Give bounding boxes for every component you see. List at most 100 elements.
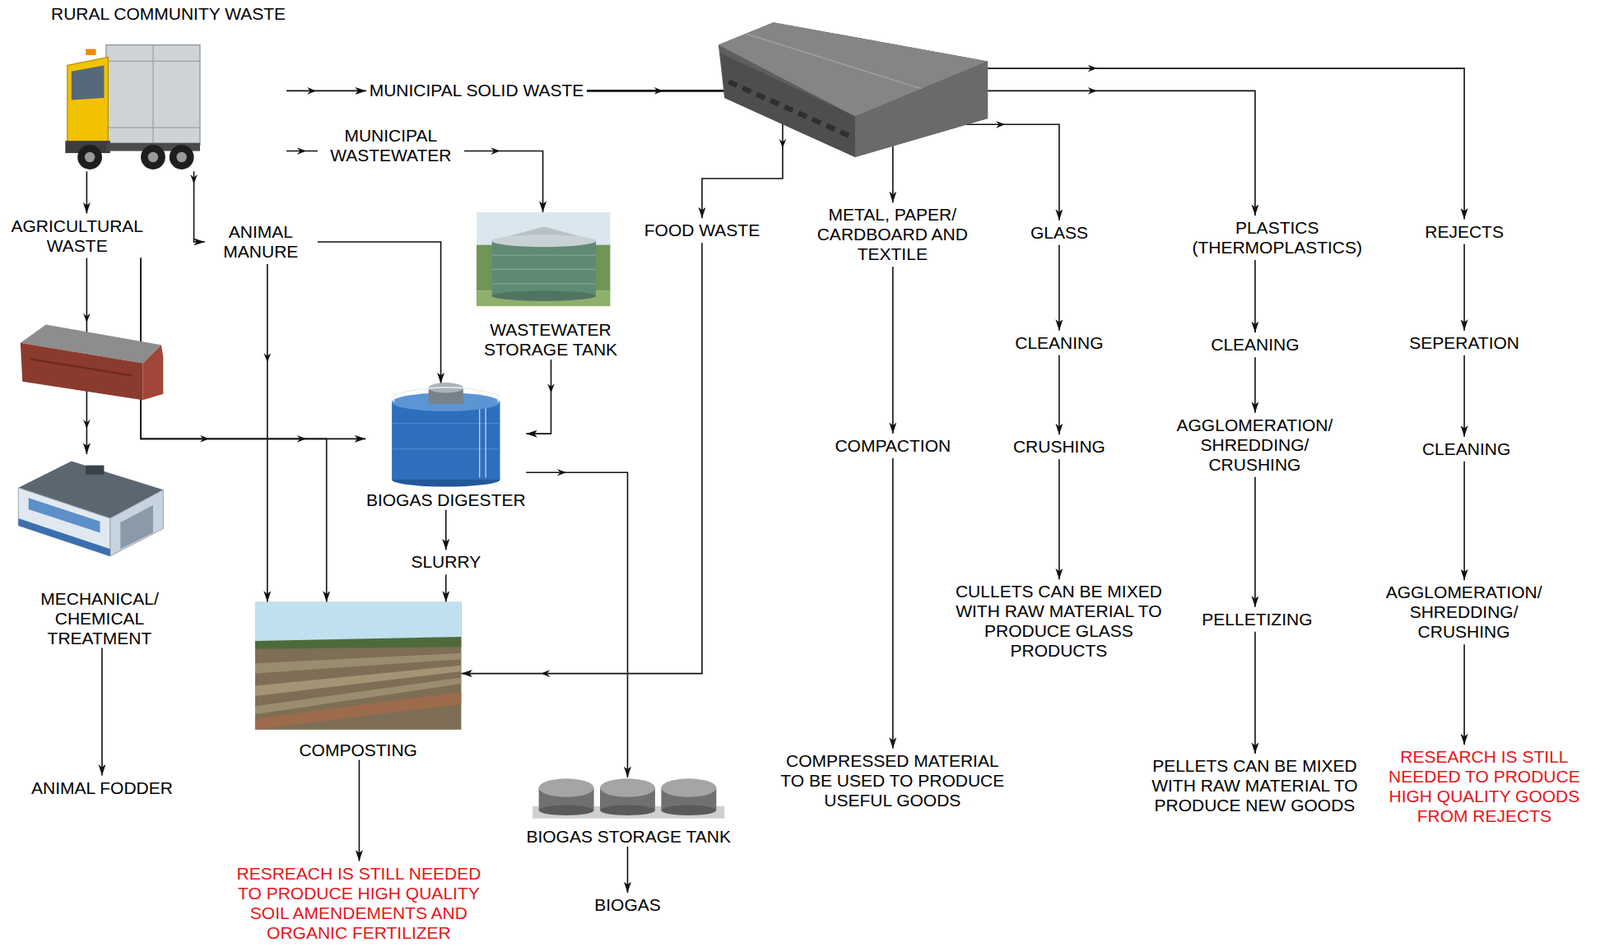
node-text: METAL, PAPER/ CARDBOARD AND TEXTILE [809, 204, 975, 265]
material-stream: GLASS [1027, 220, 1092, 246]
process-step: AGGLOMERATION/ SHREDDING/ CRUSHING [1375, 580, 1554, 645]
flow-arrow [358, 760, 361, 862]
node-text: CRUSHING [1012, 437, 1107, 457]
sorting-warehouse [718, 22, 988, 158]
composting-photo [255, 602, 461, 731]
node-text: MECHANICAL/ CHEMICAL TREATMENT [21, 589, 178, 649]
garbage-truck [106, 45, 200, 144]
flow-arrow [1058, 245, 1061, 331]
flow-arrow [445, 510, 447, 551]
garbage-truck [84, 152, 95, 163]
wastewater-tank [492, 241, 596, 297]
node-text: RESEARCH IS STILL NEEDED TO PRODUCE HIGH… [1383, 747, 1586, 827]
farm-barn [143, 344, 164, 400]
treatment-building [18, 518, 111, 557]
node-text: FOOD WASTE [643, 220, 761, 241]
material-stream: METAL, PAPER/ CARDBOARD AND TEXTILE [807, 202, 978, 267]
flow-arrowhead [995, 120, 1005, 129]
node-text: BIOGAS DIGESTER [365, 490, 526, 511]
flow-arrow [1254, 632, 1256, 754]
composting-photo [255, 602, 461, 731]
output-note: BIOGAS [590, 893, 664, 918]
treatment-building [18, 461, 163, 557]
flow-arrowhead [306, 87, 317, 95]
node-text: CLEANING [1013, 333, 1104, 354]
farm-barn [20, 343, 144, 400]
waste-stream-label: FOOD WASTE [641, 218, 763, 243]
garbage-truck [71, 65, 105, 100]
material-stream: PLASTICS (THERMOPLASTICS) [1176, 215, 1380, 261]
output-note: COMPRESSED MATERIAL TO BE USED TO PRODUC… [772, 748, 1014, 814]
node-text: RURAL COMMUNITY WASTE [50, 4, 287, 24]
farm-barn [30, 359, 133, 377]
node-text: AGRICULTURAL WASTE [0, 216, 160, 256]
treatment-building [18, 488, 111, 557]
farm-barn [20, 324, 164, 400]
flow-arrow [525, 472, 628, 778]
truck-source: RURAL COMMUNITY WASTE [50, 4, 287, 172]
node-text: REJECTS [1424, 222, 1505, 242]
flow-arrow [1463, 644, 1466, 745]
flow-arrowhead [540, 669, 550, 678]
biogas-digester-tank [479, 408, 486, 478]
node-text: GLASS [1029, 223, 1089, 243]
process-step: CRUSHING [1009, 434, 1109, 460]
flow-arrow [286, 90, 367, 93]
biogas-storage-tanks [539, 778, 595, 797]
connector-group [86, 68, 1465, 894]
storage-tank: BIOGAS STORAGE TANK [525, 777, 732, 847]
node-text: BIOGAS [593, 895, 661, 916]
output-note: ANIMAL FODDER [27, 776, 176, 801]
node-text: ANIMAL FODDER [30, 778, 173, 799]
process-step: SLURRY [408, 549, 484, 575]
flow-arrow [140, 258, 366, 440]
biogas-digester-tank [394, 387, 498, 403]
wastewater-tank [476, 212, 610, 307]
treatment-building: MECHANICAL/ CHEMICAL TREATMENT [15, 454, 179, 649]
garbage-truck [85, 49, 96, 56]
treatment-building [110, 489, 163, 557]
process-step: CLEANING [1011, 330, 1107, 356]
research-note: RESREACH IS STILL NEEDED TO PRODUCE HIGH… [230, 861, 488, 946]
sorting-warehouse [745, 33, 921, 89]
waste-stream-label: MUNICIPAL SOLID WASTE [366, 78, 587, 103]
node-text: ANIMAL MANURE [207, 222, 315, 262]
process-step: PELLETIZING [1198, 607, 1316, 633]
node-text: CLEANING [1209, 334, 1300, 355]
sorting-warehouse [718, 22, 988, 158]
garbage-truck [65, 45, 200, 170]
node-text: PLASTICS (THERMOPLASTICS) [1178, 218, 1377, 258]
composting-photo [255, 637, 461, 650]
node-text: CULLETS CAN BE MIXED WITH RAW MATERIAL T… [949, 581, 1168, 661]
garbage-truck [176, 152, 187, 163]
garbage-truck [140, 144, 166, 170]
flow-arrowhead [547, 383, 555, 393]
flow-arrow [194, 171, 205, 242]
flow-arrowhead [263, 353, 271, 363]
flow-arrowhead [490, 147, 500, 155]
process-step: SEPERATION [1406, 330, 1523, 356]
node-text: SLURRY [410, 552, 482, 573]
flow-arrow [1254, 357, 1256, 414]
research-note: RESEARCH IS STILL NEEDED TO PRODUCE HIGH… [1381, 744, 1589, 829]
garbage-truck [169, 144, 195, 170]
biogas-storage-tanks [600, 778, 656, 797]
sorting-warehouse [728, 81, 849, 136]
flow-arrow [317, 241, 442, 384]
material-stream: REJECTS [1422, 219, 1507, 245]
flow-arrow [586, 68, 1465, 219]
flow-arrowhead [654, 87, 664, 95]
output-note: PELLETS CAN BE MIXED WITH RAW MATERIAL T… [1143, 753, 1368, 819]
flow-arrow [1254, 477, 1256, 608]
node-text: AGGLOMERATION/ SHREDDING/ CRUSHING [1167, 415, 1341, 475]
wastewater-tank [492, 290, 596, 301]
flow-arrowhead [83, 65, 1098, 678]
treatment-building [120, 505, 154, 549]
flow-arrow [892, 266, 894, 434]
sorting-warehouse [720, 52, 856, 158]
process-step: COMPACTION [832, 433, 954, 459]
flow-arrow [1058, 459, 1061, 580]
